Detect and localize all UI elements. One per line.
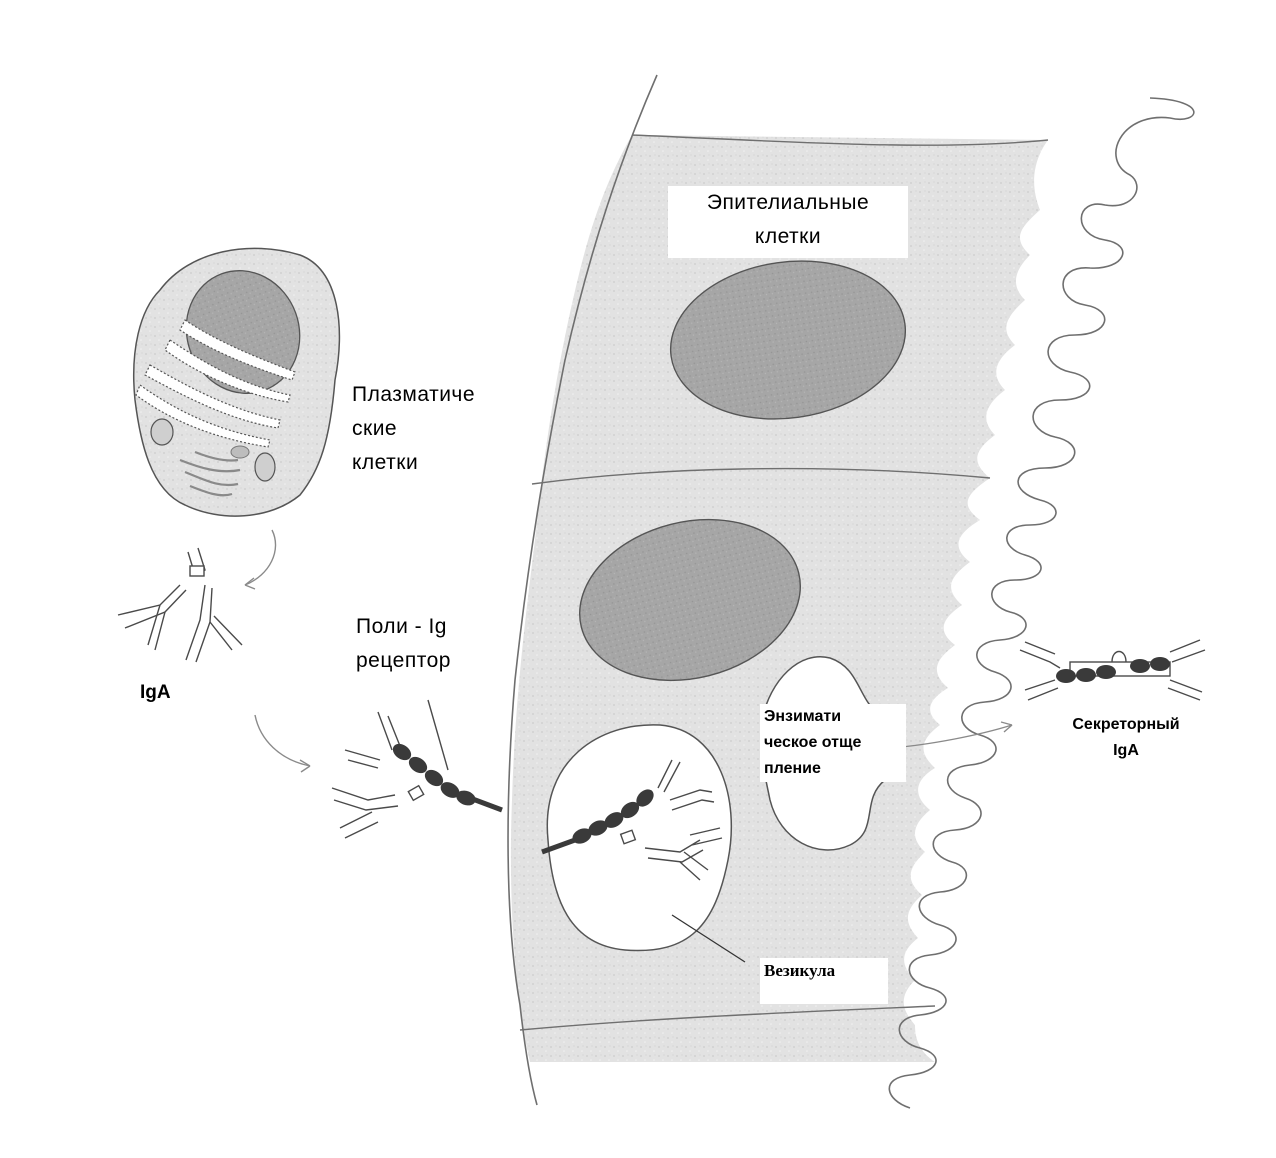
secretory-component-chain [1056, 657, 1170, 683]
golgi-apparatus [179, 450, 241, 497]
poly-ig-receptor-complex [331, 699, 503, 839]
label-secretory-line2: IgA [1113, 742, 1139, 759]
label-plasma-line1: Плазматиче [352, 383, 476, 406]
cell-border-mid [531, 467, 991, 485]
label-epithelial-line1: Эпителиальные [706, 191, 870, 214]
label-iga: IgA [140, 682, 171, 703]
cell-border-bottom [519, 1005, 936, 1031]
vesicle [546, 724, 732, 952]
label-enzymatic-line2: ческое отще [764, 734, 862, 751]
arrow-iga-to-receptor [254, 714, 311, 767]
label-epithelial-cells: Эпителиальные клетки [668, 186, 908, 258]
label-vesicle: Везикула [760, 958, 888, 1004]
label-poly-ig-line1: Поли - Ig [356, 615, 447, 638]
label-enzymatic-line3: пление [764, 760, 821, 777]
label-plasma-line2: ские [352, 417, 398, 440]
arrow-plasma-to-iga [244, 529, 277, 586]
endoplasmic-reticulum [135, 319, 296, 448]
microvilli-outline [888, 97, 1195, 1109]
epithelial-nucleus-upper [669, 260, 907, 420]
label-epithelial-line2: клетки [754, 225, 822, 248]
label-plasma-line3: клетки [352, 451, 419, 474]
secretory-iga-molecule [1019, 639, 1206, 701]
plasma-cell [132, 247, 341, 517]
label-poly-ig-receptor: Поли - Ig рецептор [356, 610, 451, 678]
epithelium-basal-line [507, 74, 658, 1106]
iga-dimer [117, 547, 243, 663]
label-enzymatic-line1: Энзимати [764, 708, 842, 725]
epithelial-layer [507, 74, 1195, 1109]
label-plasma-cells: Плазматиче ские клетки [352, 378, 475, 480]
epithelial-nucleus-lower [579, 518, 801, 682]
poly-ig-receptor-chain [392, 743, 503, 813]
label-secretory-iga: Секреторный IgA [1046, 712, 1206, 764]
label-poly-ig-line2: рецептор [356, 649, 451, 672]
small-vesicle [230, 445, 250, 459]
label-secretory-line1: Секреторный [1072, 716, 1180, 733]
vesicle-receptor-chain [541, 789, 654, 855]
vesicle-complex [541, 759, 746, 963]
mitochondrion-left [150, 418, 174, 446]
mitochondrion-right [254, 452, 276, 482]
label-enzymatic-cleavage: Энзимати ческое отще пление [760, 704, 906, 782]
cell-border-top [631, 134, 1049, 146]
